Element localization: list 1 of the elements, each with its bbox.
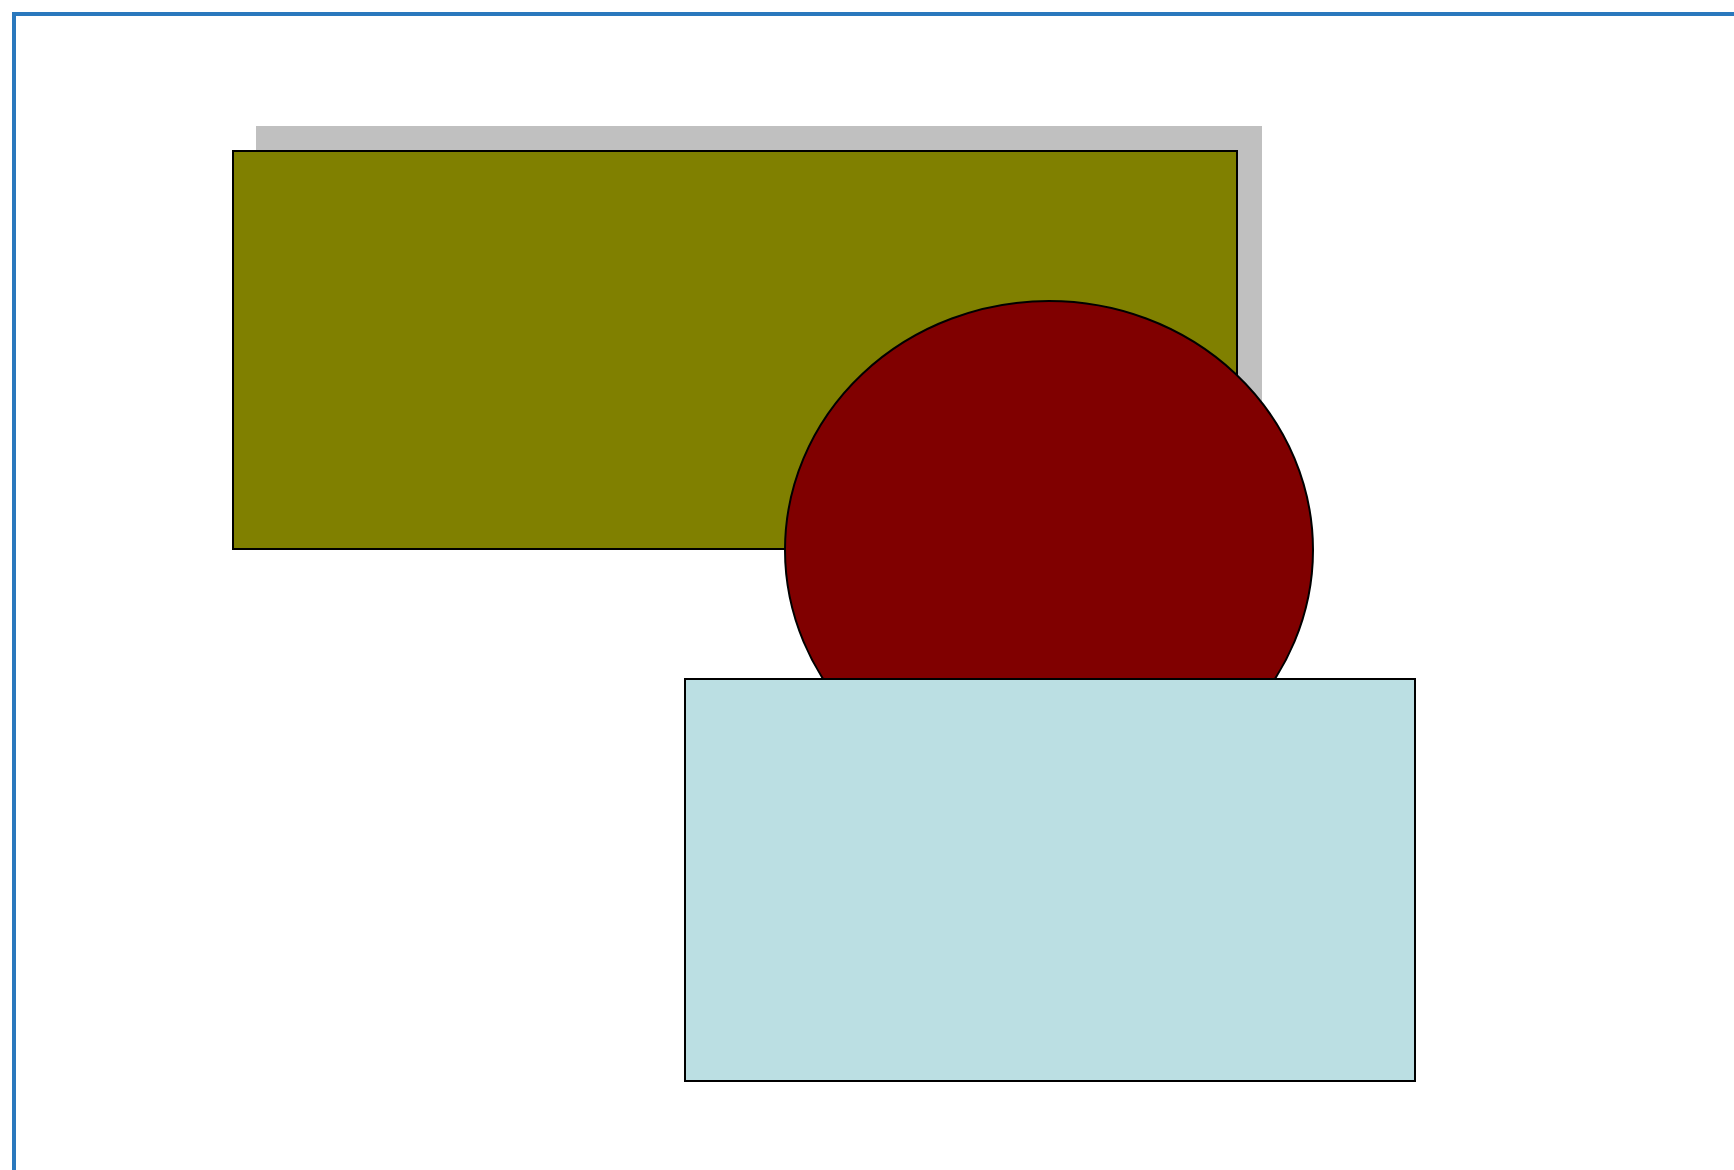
rectangle: [684, 678, 1416, 1082]
